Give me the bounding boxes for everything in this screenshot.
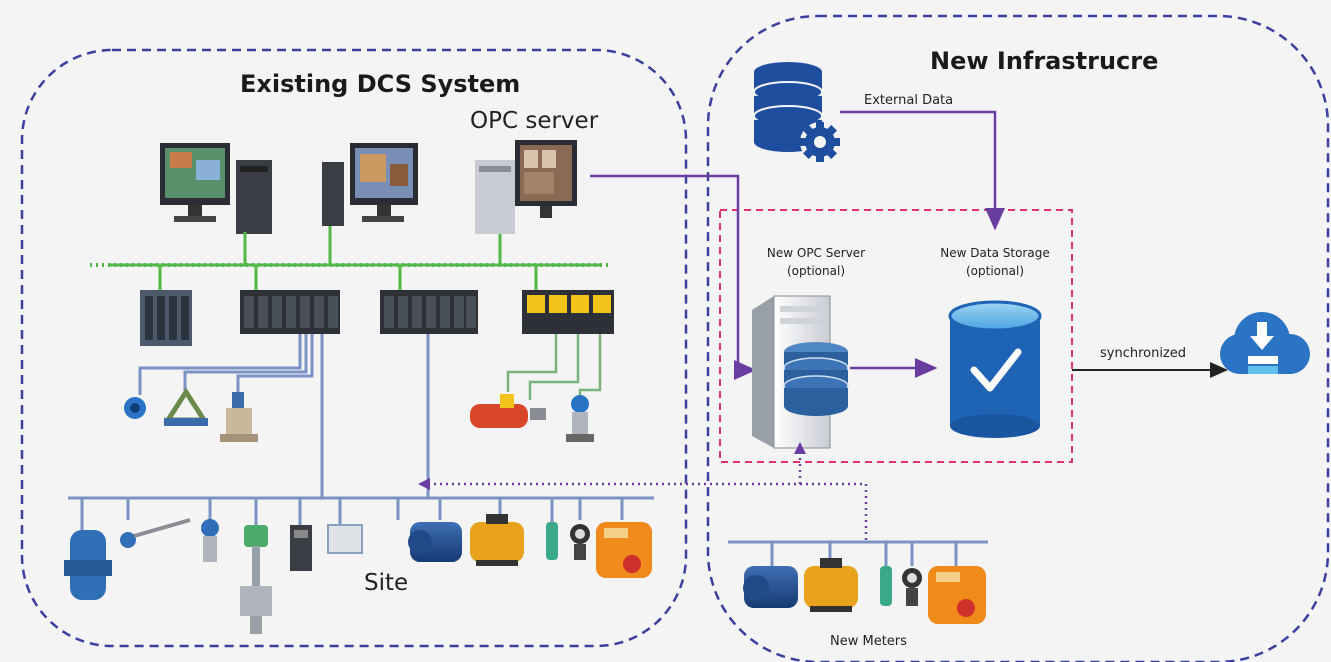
new-infra-boundary <box>706 14 1330 662</box>
external-data-link <box>840 110 1005 231</box>
existing-dcs-title: Existing DCS System <box>240 70 521 98</box>
safety-wiring <box>506 334 602 400</box>
meter-link-arrowhead-up <box>794 442 806 454</box>
site-actuator-yellow <box>470 514 524 566</box>
controller-rack-1 <box>140 290 192 346</box>
existing-dcs-boundary <box>20 48 688 648</box>
site-pressure-transmitter <box>201 519 219 562</box>
site-label: Site <box>364 570 409 596</box>
site-analyzer <box>290 525 312 571</box>
cloud-download-icon <box>1220 312 1310 374</box>
new-data-storage-optional: (optional) <box>966 264 1024 278</box>
field-wiring <box>68 334 654 530</box>
new-meter-gauge <box>902 568 922 606</box>
site-io-box <box>327 524 363 554</box>
new-opc-server-optional: (optional) <box>787 264 845 278</box>
site-gauge <box>570 524 590 560</box>
new-opc-server-label: New OPC Server (optional) <box>756 244 876 280</box>
site-actuator-orange <box>596 522 652 578</box>
new-data-storage-label: New Data Storage (optional) <box>932 244 1058 280</box>
site-motor <box>408 522 462 562</box>
safety-io-rack <box>522 290 614 334</box>
meter-link-arrowhead-left <box>418 478 430 490</box>
meter-data-links <box>428 450 868 540</box>
safety-transmitter-instrument <box>566 395 594 442</box>
site-level-probe <box>120 518 191 548</box>
opc-server-workstation <box>475 140 577 234</box>
opc-server-label: OPC server <box>470 108 599 134</box>
safety-actuator-instrument <box>470 394 546 428</box>
site-flowmeter-large <box>64 530 112 600</box>
new-data-storage-icon <box>948 300 1042 438</box>
workstation-2 <box>322 143 418 226</box>
optional-components-box <box>719 209 1073 463</box>
pressure-transmitter-instrument <box>163 387 209 426</box>
new-meter-level-switch <box>880 566 892 606</box>
external-data-label: External Data <box>864 93 954 108</box>
new-opc-server-name: New OPC Server <box>766 246 866 260</box>
control-valve-instrument <box>220 392 258 442</box>
new-meter-motor <box>743 566 798 608</box>
external-data-icon <box>753 62 840 162</box>
synchronized-label: synchronized <box>1100 346 1187 361</box>
control-network <box>90 226 608 290</box>
new-infra-title: New Infrastrucre <box>930 47 1159 75</box>
io-module-rack-2 <box>380 290 478 334</box>
new-meter-actuator-orange <box>928 566 986 624</box>
new-meters-bus <box>728 540 988 566</box>
new-meter-actuator-yellow <box>804 558 858 612</box>
site-level-switch <box>546 522 558 560</box>
new-meters-label: New Meters <box>830 634 907 649</box>
opc-link <box>590 174 757 380</box>
site-control-valve <box>240 525 272 634</box>
new-data-storage-name: New Data Storage <box>940 246 1050 260</box>
io-module-rack-1 <box>240 290 340 334</box>
flow-meter-instrument <box>124 397 146 419</box>
new-opc-server-icon <box>752 295 849 449</box>
workstation-1 <box>160 143 272 234</box>
